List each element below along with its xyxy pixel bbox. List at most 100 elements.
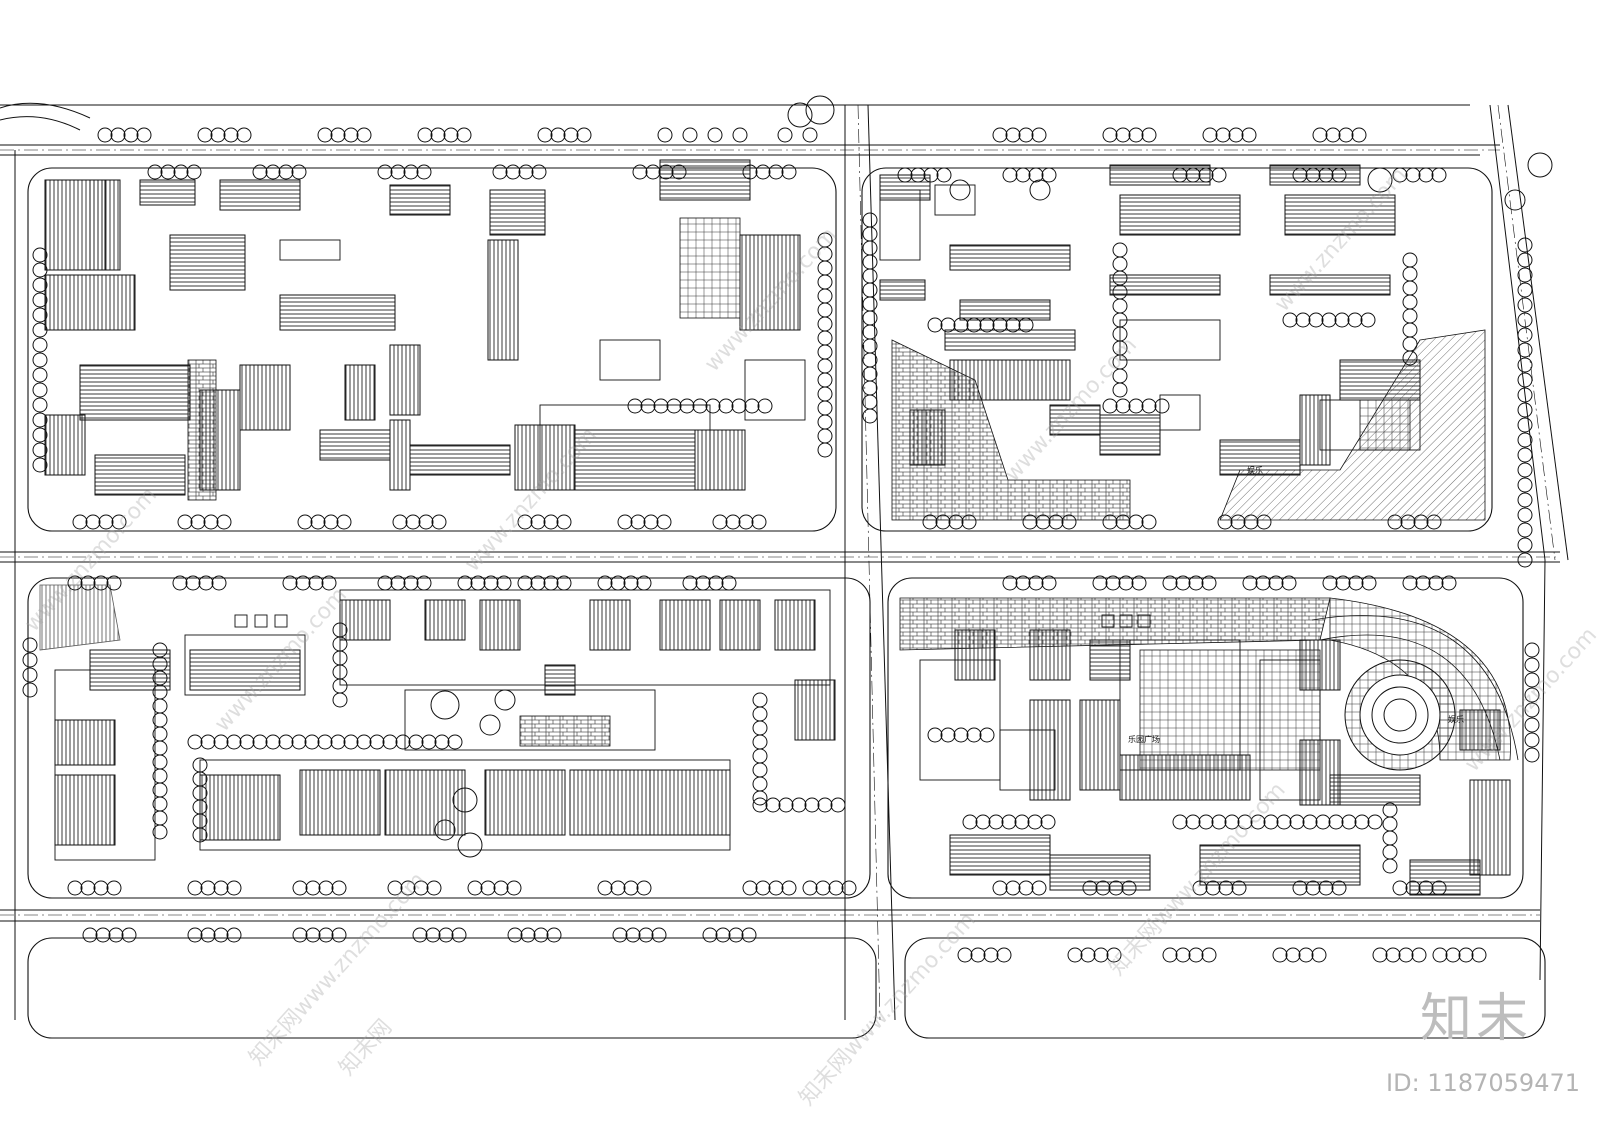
tree: [752, 692, 768, 708]
tree: [707, 127, 723, 143]
tree: [1185, 167, 1201, 183]
tree: [679, 398, 695, 414]
tree: [1015, 167, 1031, 183]
tree: [1338, 127, 1354, 143]
tree: [278, 164, 294, 180]
tree: [1392, 167, 1408, 183]
tree: [226, 880, 242, 896]
building-outline: [199, 759, 731, 851]
tree: [1354, 814, 1370, 830]
tree: [1018, 317, 1034, 333]
tree: [923, 167, 939, 183]
building: [514, 424, 576, 491]
tree: [1224, 814, 1240, 830]
building: [1029, 629, 1071, 681]
buildings: [44, 159, 1511, 896]
tree: [817, 288, 833, 304]
tree: [817, 797, 833, 813]
tree: [640, 398, 656, 414]
tree: [1115, 514, 1131, 530]
se-block-label-1: 娱乐: [1448, 714, 1464, 724]
tree: [1112, 382, 1128, 398]
tree: [291, 164, 307, 180]
building: [199, 389, 241, 491]
tree: [828, 880, 844, 896]
tree: [32, 337, 48, 353]
building-outline: [1119, 639, 1241, 771]
tree: [1405, 880, 1421, 896]
tree: [962, 814, 978, 830]
tree: [1188, 947, 1204, 963]
building: [1199, 844, 1361, 886]
tree: [1504, 189, 1526, 211]
tree: [1305, 167, 1321, 183]
tree: [173, 164, 189, 180]
tree: [1322, 575, 1338, 591]
building: [389, 419, 411, 491]
tree: [1272, 947, 1288, 963]
tree: [1162, 947, 1178, 963]
tree: [304, 734, 320, 750]
tree: [1102, 127, 1118, 143]
tree: [216, 514, 232, 530]
tree: [1028, 575, 1044, 591]
building: [944, 329, 1076, 351]
building: [299, 769, 381, 836]
tree: [728, 927, 744, 943]
tree: [1128, 398, 1144, 414]
building: [189, 649, 301, 691]
tree: [1367, 167, 1393, 193]
tree: [781, 880, 797, 896]
tree: [1172, 814, 1188, 830]
tree: [336, 514, 352, 530]
tree: [666, 398, 682, 414]
tree: [417, 127, 433, 143]
tree: [1035, 514, 1051, 530]
tree: [343, 734, 359, 750]
tree: [992, 317, 1008, 333]
building-outline: [1119, 319, 1221, 361]
tree: [377, 575, 393, 591]
building: [1119, 754, 1251, 801]
tree: [708, 575, 724, 591]
tree: [493, 880, 509, 896]
tree: [317, 734, 333, 750]
building-outline: [1137, 614, 1151, 628]
building: [1109, 274, 1221, 296]
tree: [1095, 880, 1111, 896]
circular-plaza: [1311, 615, 1519, 771]
building: [89, 179, 121, 271]
tree: [1335, 575, 1351, 591]
tree: [1305, 880, 1321, 896]
tree: [1121, 880, 1137, 896]
building: [544, 664, 576, 696]
tree: [741, 927, 757, 943]
tree: [1154, 398, 1170, 414]
tree: [623, 575, 639, 591]
tree: [738, 514, 754, 530]
tree: [1517, 342, 1533, 358]
tree: [702, 927, 718, 943]
tree: [576, 127, 592, 143]
tree: [494, 689, 516, 711]
tree: [416, 575, 432, 591]
tree: [443, 127, 459, 143]
tree: [1402, 252, 1418, 268]
tree: [200, 927, 216, 943]
tree: [1211, 814, 1227, 830]
tree: [32, 307, 48, 323]
tree: [1517, 522, 1533, 538]
building: [389, 344, 421, 416]
tree: [671, 164, 687, 180]
tree: [1102, 514, 1118, 530]
tree: [682, 127, 698, 143]
tree: [310, 514, 326, 530]
building: [959, 299, 1051, 321]
building: [344, 364, 376, 421]
tree: [612, 927, 628, 943]
tree: [496, 575, 512, 591]
tree: [198, 575, 214, 591]
tree: [1517, 282, 1533, 298]
tree: [321, 575, 337, 591]
tree: [1471, 947, 1487, 963]
